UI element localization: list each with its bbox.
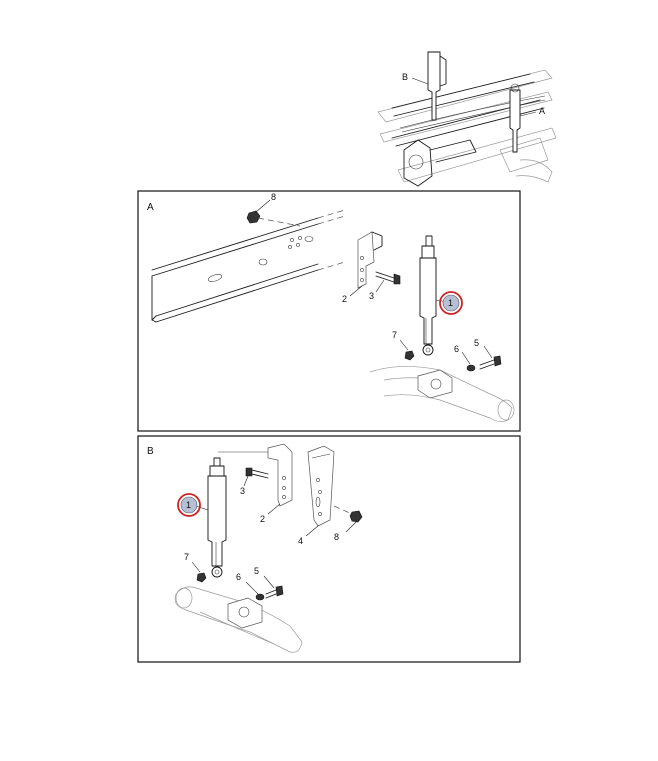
shock-absorber-a — [419, 235, 437, 356]
callout-5-a: 5 — [474, 338, 479, 348]
callout-1-a-highlight — [439, 291, 463, 315]
panel-a: A 8 — [137, 190, 521, 432]
callout-1-b: 1 — [186, 500, 191, 510]
bracket-2-a — [357, 231, 383, 289]
callout-8-b: 8 — [334, 532, 339, 542]
callout-7-a: 7 — [392, 330, 397, 340]
nut-8-b — [349, 510, 363, 523]
nut-7-b — [196, 572, 207, 583]
callout-6-a: 6 — [454, 344, 459, 354]
callout-3-b: 3 — [240, 486, 245, 496]
overview-label-b: B — [402, 72, 408, 82]
axle-b — [174, 586, 303, 653]
callout-2-b: 2 — [260, 514, 265, 524]
bracket-4-b — [307, 445, 335, 527]
washer-6-a — [466, 364, 476, 372]
axle-a — [369, 366, 515, 422]
callout-6-b: 6 — [236, 572, 241, 582]
callout-1-b-highlight — [177, 493, 201, 517]
bolt-3-a — [375, 271, 401, 285]
callout-8-a: 8 — [271, 192, 276, 202]
callout-7-b: 7 — [184, 552, 189, 562]
bolt-5-b — [265, 585, 284, 599]
frame-rail — [151, 209, 346, 323]
shock-absorber-b — [207, 457, 227, 578]
callout-4-b: 4 — [298, 536, 303, 546]
nut-8-a — [246, 210, 261, 224]
bolt-3-b — [245, 467, 269, 479]
panel-b-label: B — [147, 446, 154, 457]
panel-a-frame — [137, 190, 521, 432]
callout-1-a: 1 — [448, 298, 453, 308]
washer-6-b — [255, 593, 265, 601]
panel-a-label: A — [147, 202, 154, 213]
nut-7-a — [404, 350, 415, 361]
overview-label-a: A — [539, 106, 545, 116]
bolt-5-a — [479, 355, 502, 370]
callout-2-a: 2 — [342, 294, 347, 304]
bracket-2-b — [267, 443, 293, 507]
callout-3-a: 3 — [369, 291, 374, 301]
callout-5-b: 5 — [254, 566, 259, 576]
overview-illustration: B A — [377, 51, 557, 187]
panel-b: B 1 3 2 — [137, 435, 521, 663]
